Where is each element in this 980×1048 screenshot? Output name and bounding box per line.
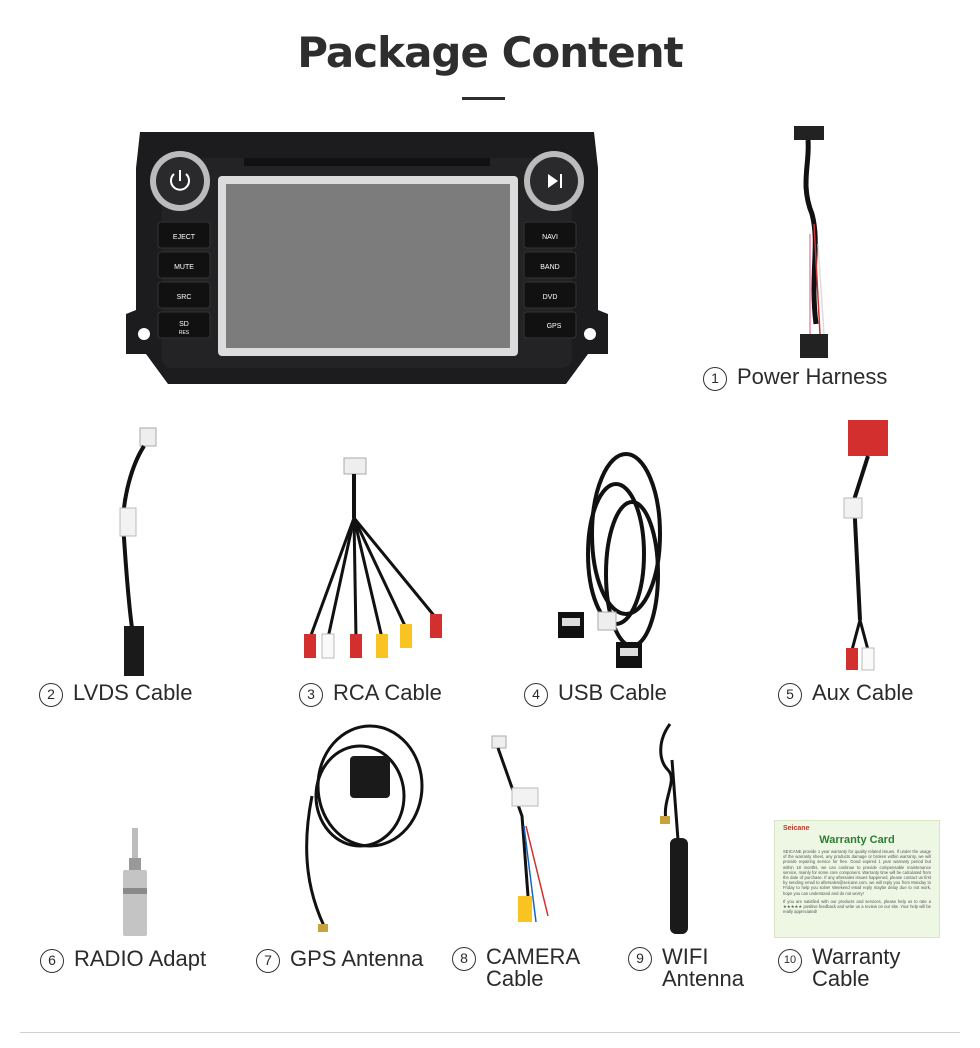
item-label-usb-cable: 4 USB Cable — [524, 682, 667, 707]
title-underline — [462, 97, 505, 100]
card-brand: Seicane — [783, 825, 810, 832]
usb-cable-illustration — [558, 452, 662, 668]
item-number: 6 — [40, 949, 64, 973]
warranty-card: Seicane Warranty Card SEICANE provide 1 … — [774, 820, 940, 938]
usb-cable-image — [556, 444, 670, 672]
res-button-label: RES — [179, 330, 190, 336]
item-text: Warranty Cable — [812, 944, 901, 991]
camera-cable-illustration — [491, 735, 549, 923]
radio-adapter-image — [120, 828, 150, 938]
item-text: GPS Antenna — [290, 946, 424, 971]
dvd-button-label: DVD — [543, 294, 558, 301]
power-harness-illustration — [794, 126, 828, 358]
item-label-radio-adapt: 6 RADIO Adapt — [40, 948, 206, 973]
item-label-gps-antenna: 7 GPS Antenna — [256, 948, 423, 973]
gps-button-label: GPS — [547, 323, 562, 330]
item-text: Aux Cable — [812, 680, 914, 705]
item-text: RCA Cable — [333, 680, 442, 705]
eject-button-label: EJECT — [173, 234, 196, 241]
item-number: 10 — [778, 949, 802, 973]
page-title: Package Content — [297, 28, 683, 77]
item-label-power-harness: 1 Power Harness — [703, 366, 887, 391]
lvds-cable-illustration — [119, 427, 157, 676]
bottom-divider — [20, 1032, 960, 1033]
src-button-label: SRC — [177, 294, 192, 301]
item-text: LVDS Cable — [73, 680, 193, 705]
camera-cable-image — [488, 735, 568, 936]
mute-button-label: MUTE — [174, 264, 194, 271]
navi-button-label: NAVI — [542, 234, 558, 241]
wifi-antenna-image — [652, 720, 702, 936]
item-number: 8 — [452, 947, 476, 971]
radio-adapter-illustration — [123, 828, 147, 936]
item-label-wifi-antenna: 9 WIFI Antenna — [628, 946, 762, 990]
aux-cable-illustration — [843, 420, 888, 671]
gps-antenna-illustration — [305, 724, 424, 932]
card-footer: If you are satisfied with our products a… — [783, 898, 931, 915]
item-number: 2 — [39, 683, 63, 707]
item-text: CAMERA Cable — [486, 944, 579, 991]
item-text: WIFI Antenna — [662, 944, 744, 991]
item-text: RADIO Adapt — [74, 946, 207, 971]
item-number: 4 — [524, 683, 548, 707]
rca-cable-image — [296, 457, 460, 668]
item-number: 7 — [256, 949, 280, 973]
item-label-warranty-cable: 10 Warranty Cable — [778, 946, 922, 990]
power-harness-image — [790, 124, 840, 364]
aux-cable-image — [838, 420, 898, 672]
wifi-antenna-illustration — [659, 723, 688, 934]
gps-antenna-image — [290, 716, 430, 936]
item-label-lvds-cable: 2 LVDS Cable — [39, 682, 192, 707]
item-text: Power Harness — [737, 364, 888, 389]
item-text: USB Cable — [558, 680, 667, 705]
item-label-camera-cable: 8 CAMERA Cable — [452, 946, 606, 990]
item-number: 3 — [299, 683, 323, 707]
rca-cable-illustration — [304, 457, 442, 659]
lvds-cable-image — [110, 427, 170, 680]
card-title: Warranty Card — [819, 834, 895, 846]
item-number: 1 — [703, 367, 727, 391]
item-number: 9 — [628, 947, 652, 971]
band-button-label: BAND — [540, 264, 559, 271]
head-unit-illustration: EJECT MUTE SRC SD RES NAVI BAND DVD GPS — [126, 132, 608, 384]
item-label-rca-cable: 3 RCA Cable — [299, 682, 442, 707]
sd-button-label: SD — [179, 321, 189, 328]
head-unit-image: EJECT MUTE SRC SD RES NAVI BAND DVD GPS — [126, 128, 608, 386]
item-label-aux-cable: 5 Aux Cable — [778, 682, 914, 707]
item-number: 5 — [778, 683, 802, 707]
card-body: SEICANE provide 1 year warranty for qual… — [783, 849, 931, 896]
